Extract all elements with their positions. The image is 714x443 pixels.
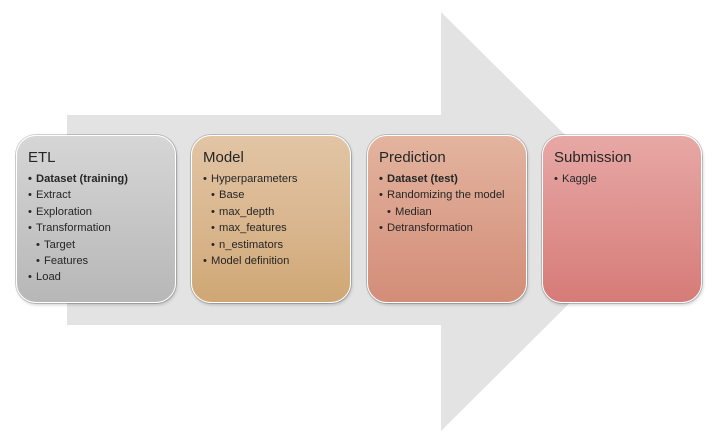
bullet-icon: • [203,255,207,268]
list-item-label: Transformation [36,222,111,235]
list-item: • Exploration [28,204,165,220]
list-item: • Kaggle [554,171,691,187]
list-item-label: Features [44,255,89,268]
stage-items: • Kaggle [554,171,691,187]
list-item: • Median [379,204,516,220]
bullet-icon: • [28,205,32,218]
list-item: • Extract [28,187,165,203]
list-item: • Detransformation [379,220,516,236]
list-item-label: max_features [219,222,287,235]
list-item: • Model definition [203,253,340,269]
list-item: • Load [28,269,165,285]
bullet-icon: • [211,238,215,251]
list-item-label: Base [219,189,245,202]
list-item: • Dataset (training) [28,171,165,187]
bullet-icon: • [379,222,383,235]
list-item: • Transformation [28,220,165,236]
stage-items: • Dataset (test) • Randomizing the model • Me… [379,171,516,237]
stage-title: Submission [554,149,632,166]
list-item-label: Dataset (test) [387,173,458,185]
bullet-icon: • [28,222,32,235]
list-item-label: Target [44,238,76,251]
stage-etl: ETL • Dataset (training) • Extract • Explorat… [16,135,176,303]
list-item-label: Dataset (training) [36,173,128,185]
list-item-label: Median [395,205,432,218]
list-item-label: Hyperparameters [211,173,298,185]
list-item: • Hyperparameters [203,171,340,187]
stage-title: ETL [28,149,56,166]
bullet-icon: • [28,189,32,202]
stage-prediction: Prediction • Dataset (test) • Randomizing t… [367,135,527,303]
list-item-label: Model definition [211,255,290,268]
list-item-label: Extract [36,189,71,202]
bullet-icon: • [211,205,215,218]
stage-items: •Dataset (training)•Extract•Exploration•… [28,171,165,286]
stage-items: • Hyperparameters • Base • max_depth • max_feat… [203,171,340,269]
bullet-icon: • [211,222,215,235]
list-item: • Target [28,237,165,253]
stage-title: Model [203,149,244,166]
list-item-label: Detransformation [387,222,473,235]
list-item: • Features [28,253,165,269]
list-item-label: n_estimators [219,238,284,251]
list-item: • max_depth [203,204,340,220]
bullet-icon: • [379,173,383,185]
list-item: • Randomizing the model [379,187,516,203]
list-item-label: max_depth [219,205,275,218]
stage-submission: Submission • Kaggle [542,135,702,303]
bullet-icon: • [28,173,32,185]
list-item: • n_estimators [203,237,340,253]
list-item: • Base [203,187,340,203]
list-item-label: Load [36,271,61,284]
list-item: • Dataset (test) [379,171,516,187]
bullet-icon: • [28,271,32,284]
list-item: • max_features [203,220,340,236]
list-item-label: Randomizing the model [387,189,505,202]
bullet-icon: • [36,238,40,251]
bullet-icon: • [36,255,40,268]
list-item-label: Kaggle [562,173,597,185]
stage-title: Prediction [379,149,446,166]
bullet-icon: • [211,189,215,202]
bullet-icon: • [379,189,383,202]
list-item-label: Exploration [36,205,92,218]
process-arrow-shape [67,12,652,431]
bullet-icon: • [554,173,558,185]
bullet-icon: • [203,173,207,185]
bullet-icon: • [387,205,391,218]
stage-model: Model • Hyperparameters • Base • max_depth • ma… [191,135,351,303]
